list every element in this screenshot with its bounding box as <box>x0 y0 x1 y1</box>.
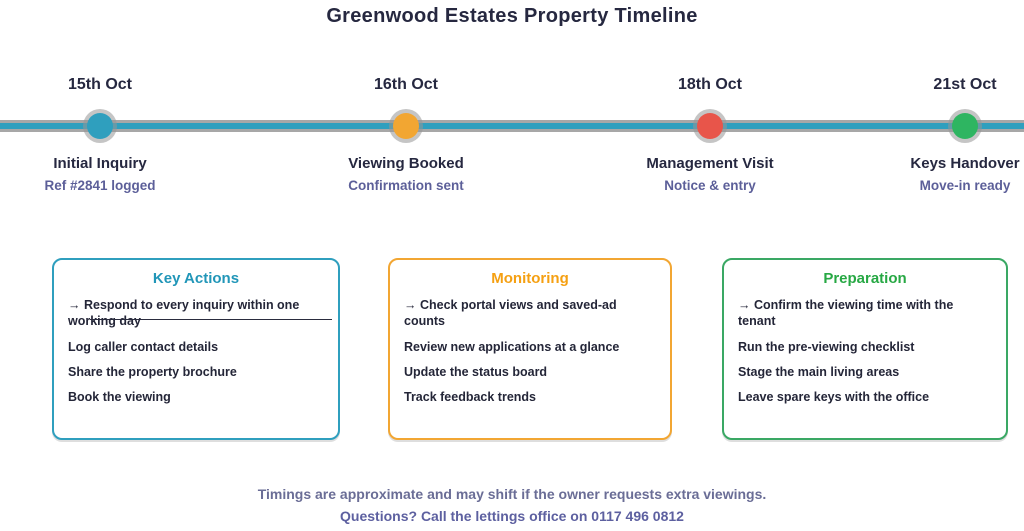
stage-date: 18th Oct <box>677 76 742 93</box>
timeline-line <box>0 120 1024 132</box>
footer-note: Timings are approximate and may shift if… <box>0 486 1024 524</box>
detail-box-key-actions: Key Actions → Respond to every inquiry w… <box>52 258 340 440</box>
box-title: Key Actions <box>152 270 240 287</box>
list-item: Leave spare keys with the office <box>738 390 930 404</box>
list-item: → Confirm the viewing time with the tena… <box>738 298 954 329</box>
milestone-dot-icon <box>697 113 723 139</box>
footer-line-1: Timings are approximate and may shift if… <box>257 486 767 502</box>
detail-box-preparation: Preparation → Confirm the viewing time w… <box>722 258 1008 440</box>
stage-date: 21st Oct <box>933 76 997 93</box>
list-item: Book the viewing <box>68 390 171 404</box>
detail-box-monitoring: Monitoring → Check portal views and save… <box>388 258 672 440</box>
list-item: Share the property brochure <box>68 364 237 379</box>
stage-date: 16th Oct <box>373 76 438 93</box>
list-item: Log caller contact details <box>68 339 219 354</box>
list-item: → Respond to every inquiry within one wo… <box>68 297 332 330</box>
milestone-dot-icon <box>393 113 419 139</box>
list-item: Update the status board <box>404 364 548 379</box>
milestone-dot-icon <box>87 113 113 139</box>
list-item: Review new applications at a glance <box>404 339 620 354</box>
stage-sublabel: Move-in ready <box>919 178 1011 193</box>
list-item: → Check portal views and saved-ad counts <box>404 298 617 329</box>
timeline-stage-keys-handover: 21st Oct Keys Handover Move-in ready <box>855 76 1024 193</box>
list-item: Track feedback trends <box>404 390 537 404</box>
stage-label: Viewing Booked <box>348 155 464 172</box>
footer-line-2: Questions? Call the lettings office on 0… <box>340 508 684 524</box>
stage-date: 15th Oct <box>67 76 132 93</box>
stage-label: Management Visit <box>646 155 774 172</box>
timeline-stage-viewing-booked: 16th Oct Viewing Booked Confirmation sen… <box>296 76 516 193</box>
box-title: Preparation <box>823 270 907 287</box>
timeline-stage-management-visit: 18th Oct Management Visit Notice & entry <box>600 76 820 193</box>
timeline-stage-initial-inquiry: 15th Oct Initial Inquiry Ref #2841 logge… <box>0 76 210 193</box>
list-item: Stage the main living areas <box>738 364 900 379</box>
stage-label: Keys Handover <box>910 155 1020 172</box>
stage-label: Initial Inquiry <box>53 155 147 172</box>
box-title: Monitoring <box>491 270 569 287</box>
stage-sublabel: Notice & entry <box>664 178 756 193</box>
milestone-dot-icon <box>952 113 978 139</box>
stage-sublabel: Ref #2841 logged <box>44 178 156 193</box>
stage-sublabel: Confirmation sent <box>348 178 464 193</box>
page-title: Greenwood Estates Property Timeline <box>326 5 698 27</box>
list-item: Run the pre-viewing checklist <box>738 339 915 354</box>
